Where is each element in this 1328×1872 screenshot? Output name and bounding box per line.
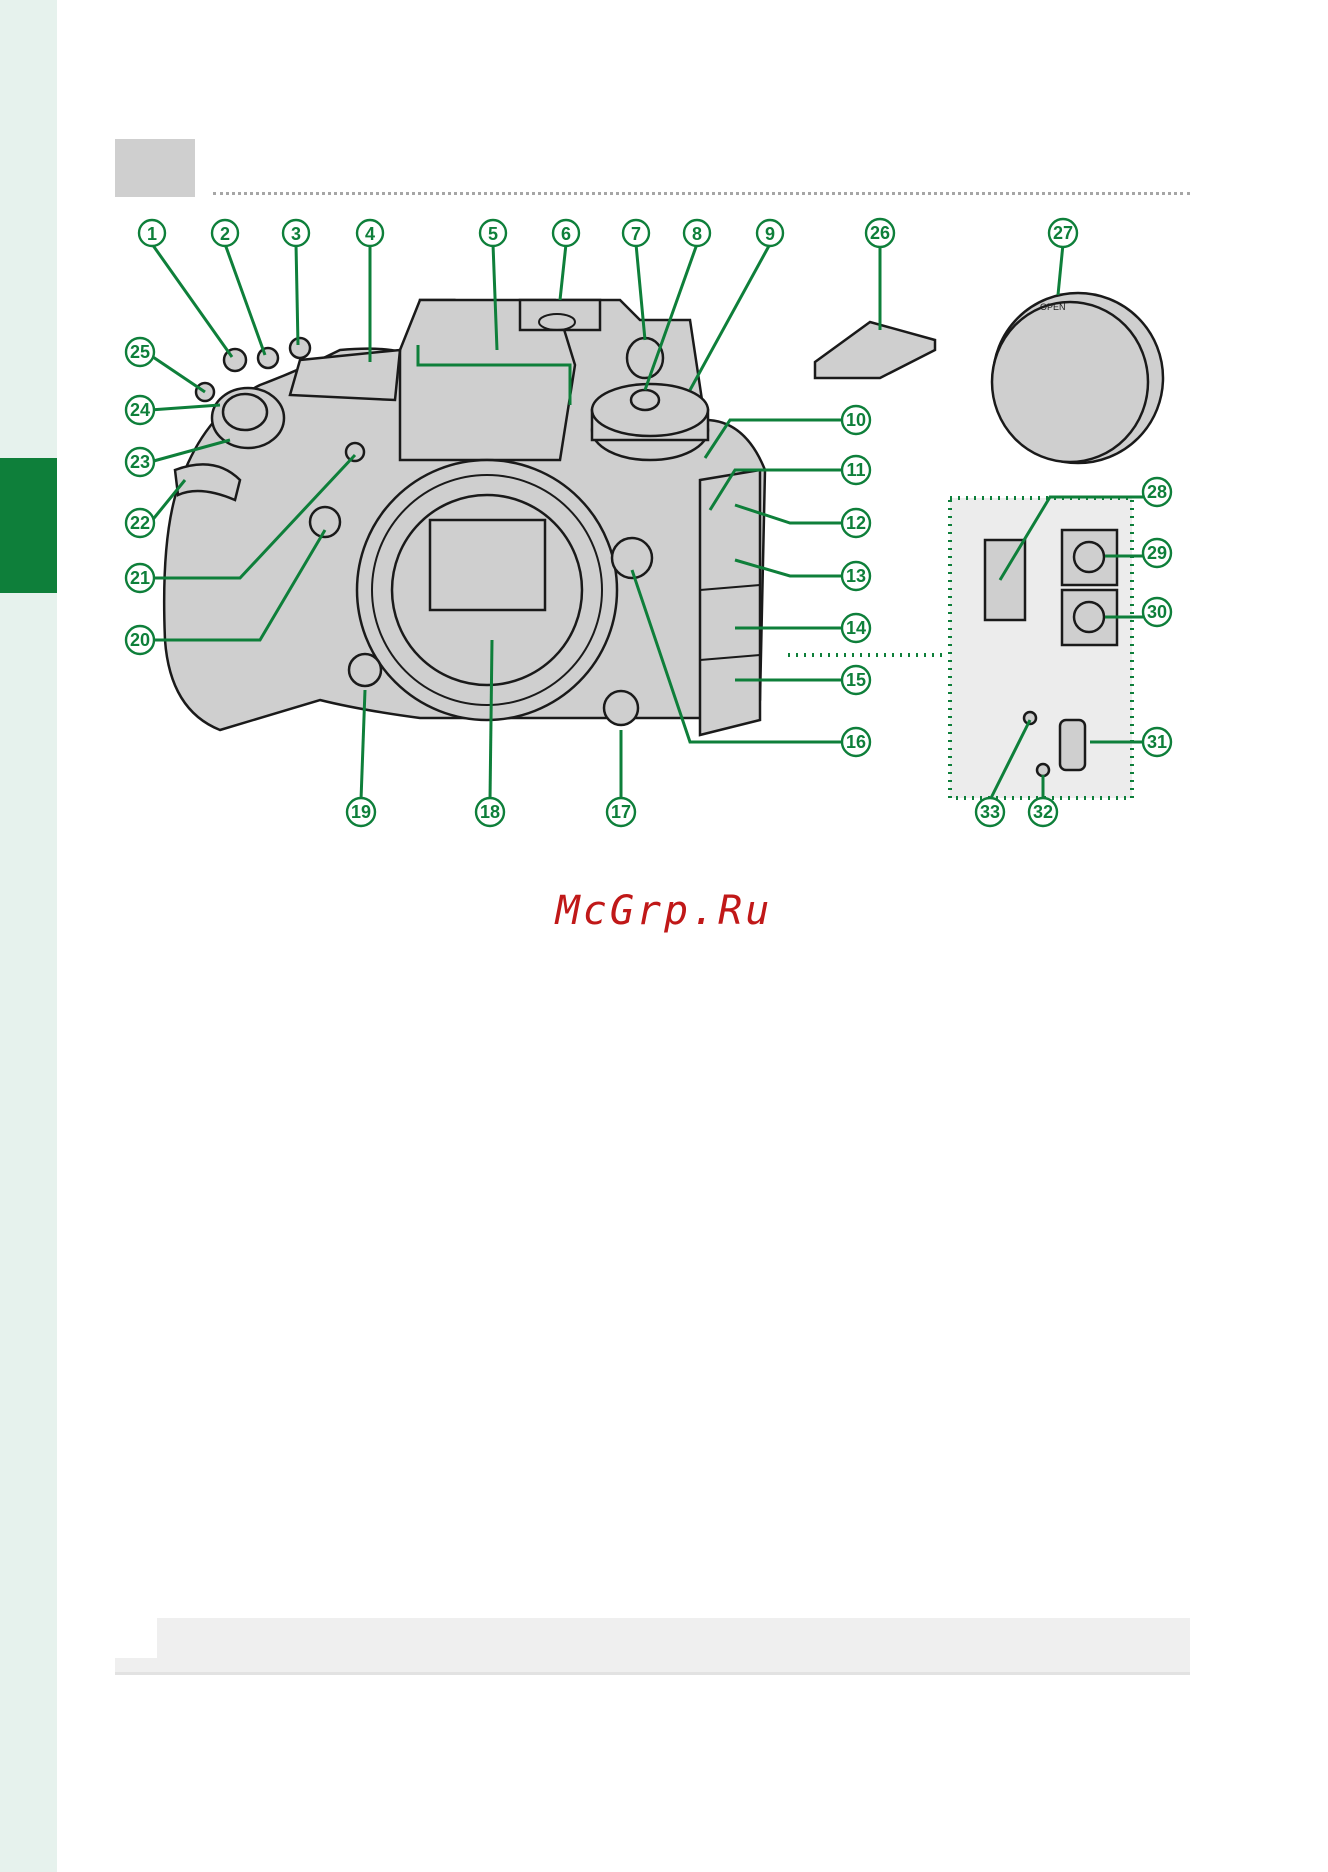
callout-11: 11 bbox=[842, 456, 870, 484]
callout-16: 16 bbox=[842, 728, 870, 756]
svg-text:20: 20 bbox=[130, 630, 150, 650]
svg-text:24: 24 bbox=[130, 400, 150, 420]
svg-text:22: 22 bbox=[130, 513, 150, 533]
footer-rule bbox=[115, 1672, 1190, 1675]
callout-5: 5 bbox=[480, 220, 506, 246]
svg-text:3: 3 bbox=[291, 224, 301, 244]
svg-text:11: 11 bbox=[846, 460, 865, 480]
svg-text:23: 23 bbox=[130, 452, 150, 472]
callout-17: 17 bbox=[607, 798, 635, 826]
body-cap-text: OPEN bbox=[1040, 302, 1066, 312]
callout-15: 15 bbox=[842, 666, 870, 694]
svg-text:18: 18 bbox=[480, 802, 500, 822]
svg-text:21: 21 bbox=[130, 568, 150, 588]
body-cap-illustration: OPEN bbox=[992, 293, 1163, 463]
svg-text:31: 31 bbox=[1147, 732, 1167, 752]
callout-23: 23 bbox=[126, 448, 154, 476]
callout-3: 3 bbox=[283, 220, 309, 246]
callout-8: 8 bbox=[684, 220, 710, 246]
callout-21: 21 bbox=[126, 564, 154, 592]
callout-33: 33 bbox=[976, 798, 1004, 826]
callout-29: 29 bbox=[1143, 539, 1171, 567]
callout-22: 22 bbox=[126, 509, 154, 537]
svg-text:4: 4 bbox=[365, 224, 375, 244]
callout-24: 24 bbox=[126, 396, 154, 424]
callout-27: 27 bbox=[1049, 219, 1077, 247]
callout-13: 13 bbox=[842, 562, 870, 590]
svg-text:2: 2 bbox=[220, 224, 230, 244]
callout-12: 12 bbox=[842, 509, 870, 537]
svg-text:13: 13 bbox=[846, 566, 866, 586]
callout-26: 26 bbox=[866, 219, 894, 247]
svg-text:19: 19 bbox=[351, 802, 371, 822]
svg-text:28: 28 bbox=[1147, 482, 1167, 502]
callout-30: 30 bbox=[1143, 598, 1171, 626]
callout-4: 4 bbox=[357, 220, 383, 246]
svg-text:29: 29 bbox=[1147, 543, 1167, 563]
callout-20: 20 bbox=[126, 626, 154, 654]
svg-text:32: 32 bbox=[1033, 802, 1053, 822]
svg-text:9: 9 bbox=[765, 224, 775, 244]
callout-1: 1 bbox=[139, 220, 165, 246]
svg-text:6: 6 bbox=[561, 224, 571, 244]
callout-14: 14 bbox=[842, 614, 870, 642]
svg-text:33: 33 bbox=[980, 802, 1000, 822]
svg-text:26: 26 bbox=[870, 223, 890, 243]
svg-text:5: 5 bbox=[488, 224, 498, 244]
watermark: McGrp.Ru bbox=[0, 888, 1328, 934]
callout-7: 7 bbox=[623, 220, 649, 246]
port-detail-inset bbox=[788, 498, 1132, 798]
callout-32: 32 bbox=[1029, 798, 1057, 826]
callout-6: 6 bbox=[553, 220, 579, 246]
note-icon-box bbox=[115, 1618, 157, 1658]
hot-shoe-cover bbox=[815, 322, 935, 378]
callout-9: 9 bbox=[757, 220, 783, 246]
svg-text:14: 14 bbox=[846, 618, 866, 638]
svg-text:1: 1 bbox=[147, 224, 157, 244]
callout-31: 31 bbox=[1143, 728, 1171, 756]
svg-text:17: 17 bbox=[611, 802, 631, 822]
callout-25: 25 bbox=[126, 338, 154, 366]
svg-text:8: 8 bbox=[692, 224, 702, 244]
svg-text:12: 12 bbox=[846, 513, 866, 533]
svg-text:10: 10 bbox=[846, 410, 866, 430]
callout-28: 28 bbox=[1143, 478, 1171, 506]
svg-text:7: 7 bbox=[631, 224, 641, 244]
callout-19: 19 bbox=[347, 798, 375, 826]
svg-text:27: 27 bbox=[1053, 223, 1073, 243]
svg-text:30: 30 bbox=[1147, 602, 1167, 622]
callout-2: 2 bbox=[212, 220, 238, 246]
callout-10: 10 bbox=[842, 406, 870, 434]
svg-text:16: 16 bbox=[846, 732, 866, 752]
svg-text:25: 25 bbox=[130, 342, 150, 362]
note-bar bbox=[115, 1618, 1190, 1672]
svg-text:15: 15 bbox=[846, 670, 866, 690]
callout-18: 18 bbox=[476, 798, 504, 826]
